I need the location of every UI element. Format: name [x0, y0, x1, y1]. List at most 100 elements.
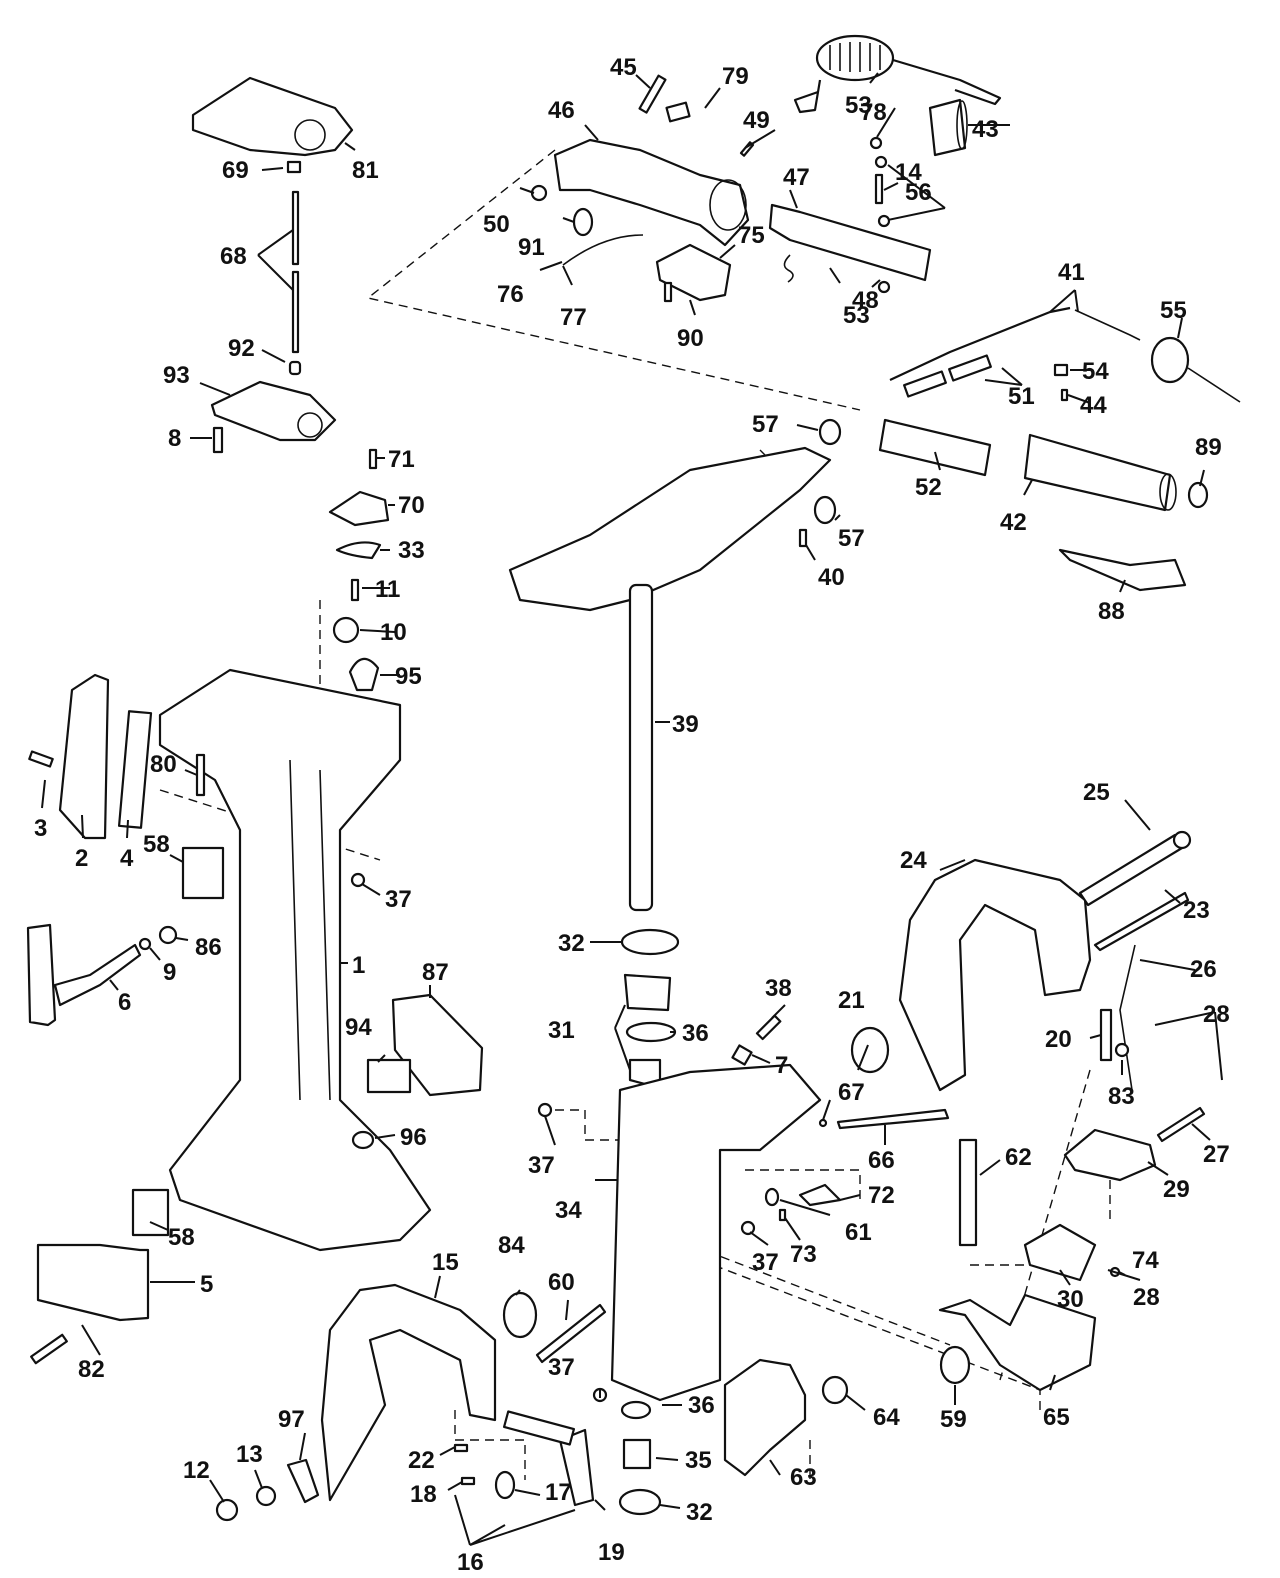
part-92	[288, 360, 302, 376]
part-95-gear	[348, 657, 380, 692]
part-76-77-wire	[562, 234, 644, 266]
callout-97: 97	[278, 1406, 305, 1433]
part-67-ball	[818, 1118, 828, 1128]
part-35-bushing	[622, 1438, 652, 1470]
part-64-spring	[821, 1375, 849, 1405]
callout-92: 92	[228, 335, 255, 362]
callout-67: 67	[838, 1079, 865, 1106]
callout-88: 88	[1098, 598, 1125, 625]
part-79	[665, 101, 691, 123]
part-84-washer	[502, 1291, 538, 1339]
part-40-fitting	[798, 528, 808, 548]
callout-83: 83	[1108, 1083, 1135, 1110]
callout-33: 33	[398, 537, 425, 564]
part-97-plate	[286, 1458, 320, 1504]
callout-6: 6	[118, 989, 131, 1016]
part-94-rubber	[366, 1058, 412, 1094]
callout-41: 41	[1058, 259, 1085, 286]
callout-28-upper: 28	[1203, 1001, 1230, 1028]
part-4-plate	[117, 710, 153, 829]
callout-28-lower: 28	[1133, 1284, 1160, 1311]
callout-57-lower: 57	[838, 525, 865, 552]
part-59-ring	[939, 1345, 971, 1385]
callout-65: 65	[1043, 1404, 1070, 1431]
callout-55: 55	[1160, 297, 1187, 324]
callout-10: 10	[380, 619, 407, 646]
part-steering-arm	[508, 446, 832, 612]
callout-21: 21	[838, 987, 865, 1014]
callout-5: 5	[200, 1271, 213, 1298]
callout-44: 44	[1080, 392, 1107, 419]
part-54-plate	[1053, 363, 1069, 377]
callout-24: 24	[900, 847, 927, 874]
callout-40: 40	[818, 564, 845, 591]
callout-62: 62	[1005, 1144, 1032, 1171]
callout-38: 38	[765, 975, 792, 1002]
callout-46: 46	[548, 97, 575, 124]
callout-48: 48	[852, 287, 879, 314]
callout-1: 1	[352, 952, 365, 979]
callout-14: 14	[895, 159, 922, 186]
part-56-lower	[877, 214, 891, 228]
callout-37-b: 37	[528, 1152, 555, 1179]
callout-29: 29	[1163, 1176, 1190, 1203]
callout-35: 35	[685, 1447, 712, 1474]
callout-7: 7	[775, 1052, 788, 1079]
part-14	[874, 173, 884, 205]
part-51-sleeve-a	[948, 354, 992, 382]
part-37-screw-a	[350, 872, 366, 888]
part-10-gear	[332, 616, 360, 644]
callout-80: 80	[150, 751, 177, 778]
callout-60: 60	[548, 1269, 575, 1296]
callout-64: 64	[873, 1404, 900, 1431]
callout-19: 19	[598, 1539, 625, 1566]
part-30-bracket	[1023, 1223, 1097, 1282]
part-89-cap	[1187, 481, 1209, 509]
part-25-tilt-bolt	[1078, 833, 1184, 907]
callout-54: 54	[1082, 358, 1109, 385]
callout-17: 17	[545, 1479, 572, 1506]
part-39-steering-shaft	[628, 583, 654, 912]
part-88-friction-knob	[1058, 548, 1187, 592]
part-86-clip	[158, 925, 178, 945]
callout-3: 3	[34, 815, 47, 842]
callout-37-d: 37	[548, 1354, 575, 1381]
part-57-washer-upper	[818, 418, 842, 446]
part-46-handle-bracket	[553, 138, 750, 247]
part-43-grip-end	[928, 98, 967, 157]
callout-57-upper: 57	[752, 411, 779, 438]
part-6-lever	[26, 923, 142, 1027]
callout-79: 79	[722, 63, 749, 90]
part-75-stop-switch	[655, 243, 732, 302]
callout-89: 89	[1195, 434, 1222, 461]
callout-32-lower: 32	[686, 1499, 713, 1526]
callout-4: 4	[120, 845, 134, 872]
part-15-stern-bracket	[320, 1283, 497, 1502]
part-12-nut	[215, 1498, 239, 1522]
part-19-lever	[558, 1428, 595, 1507]
part-81-gasket	[191, 76, 354, 157]
callout-36-upper: 36	[682, 1020, 709, 1047]
callout-23: 23	[1183, 897, 1210, 924]
part-22-screw	[453, 1443, 469, 1453]
callout-36-lower: 36	[688, 1392, 715, 1419]
callout-43: 43	[972, 116, 999, 143]
part-41-cable	[889, 306, 1071, 381]
callout-59: 59	[940, 1406, 967, 1433]
part-36-oring-lower	[620, 1400, 652, 1420]
part-53-upper	[869, 136, 883, 150]
callout-74: 74	[1132, 1247, 1159, 1274]
part-68-rod-upper	[291, 190, 300, 266]
callout-37-c: 37	[752, 1249, 779, 1276]
part-7-spring	[731, 1044, 753, 1066]
part-71-screw	[368, 448, 378, 470]
part-58-rubber-upper	[181, 846, 225, 900]
part-48-clip	[783, 254, 794, 283]
callout-12: 12	[183, 1457, 210, 1484]
part-36-oring-upper	[625, 1021, 677, 1043]
callout-81: 81	[352, 157, 379, 184]
callout-90: 90	[677, 325, 704, 352]
callout-47: 47	[783, 164, 810, 191]
part-72-lever	[798, 1183, 842, 1207]
